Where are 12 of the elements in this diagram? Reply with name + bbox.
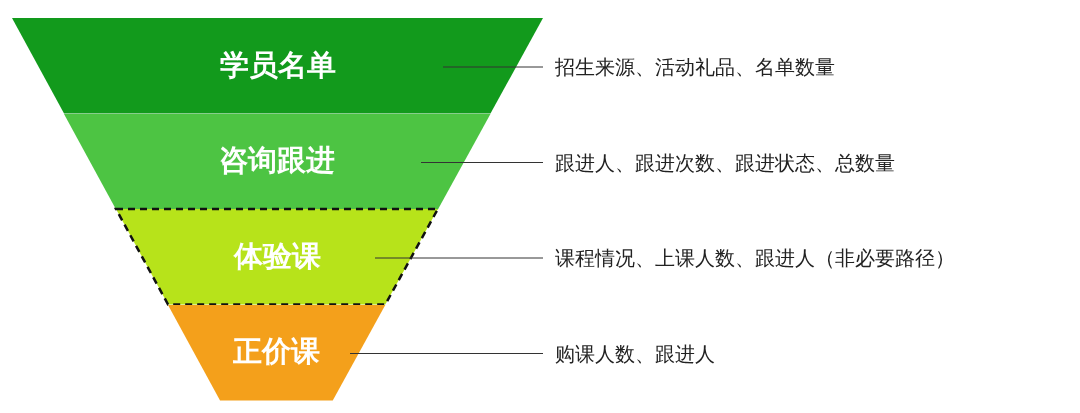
leader-line <box>374 257 544 259</box>
stage-metrics-text: 招生来源、活动礼品、名单数量 <box>555 55 835 79</box>
stage-metrics-text: 跟进人、跟进次数、跟进状态、总数量 <box>555 150 895 175</box>
leader-line <box>420 162 544 163</box>
stage-title: 体验课 <box>233 237 321 275</box>
stage-metrics-text: 购课人数、跟进人 <box>555 341 715 366</box>
leader-line <box>349 353 544 354</box>
stage-metrics-text: 课程情况、上课人数、跟进人（非必要路径） <box>555 246 955 270</box>
leader-line <box>442 66 544 68</box>
stage-title: 学员名单 <box>219 46 336 84</box>
stage-title: 正价课 <box>233 333 321 371</box>
stage-title: 咨询跟进 <box>219 142 336 180</box>
